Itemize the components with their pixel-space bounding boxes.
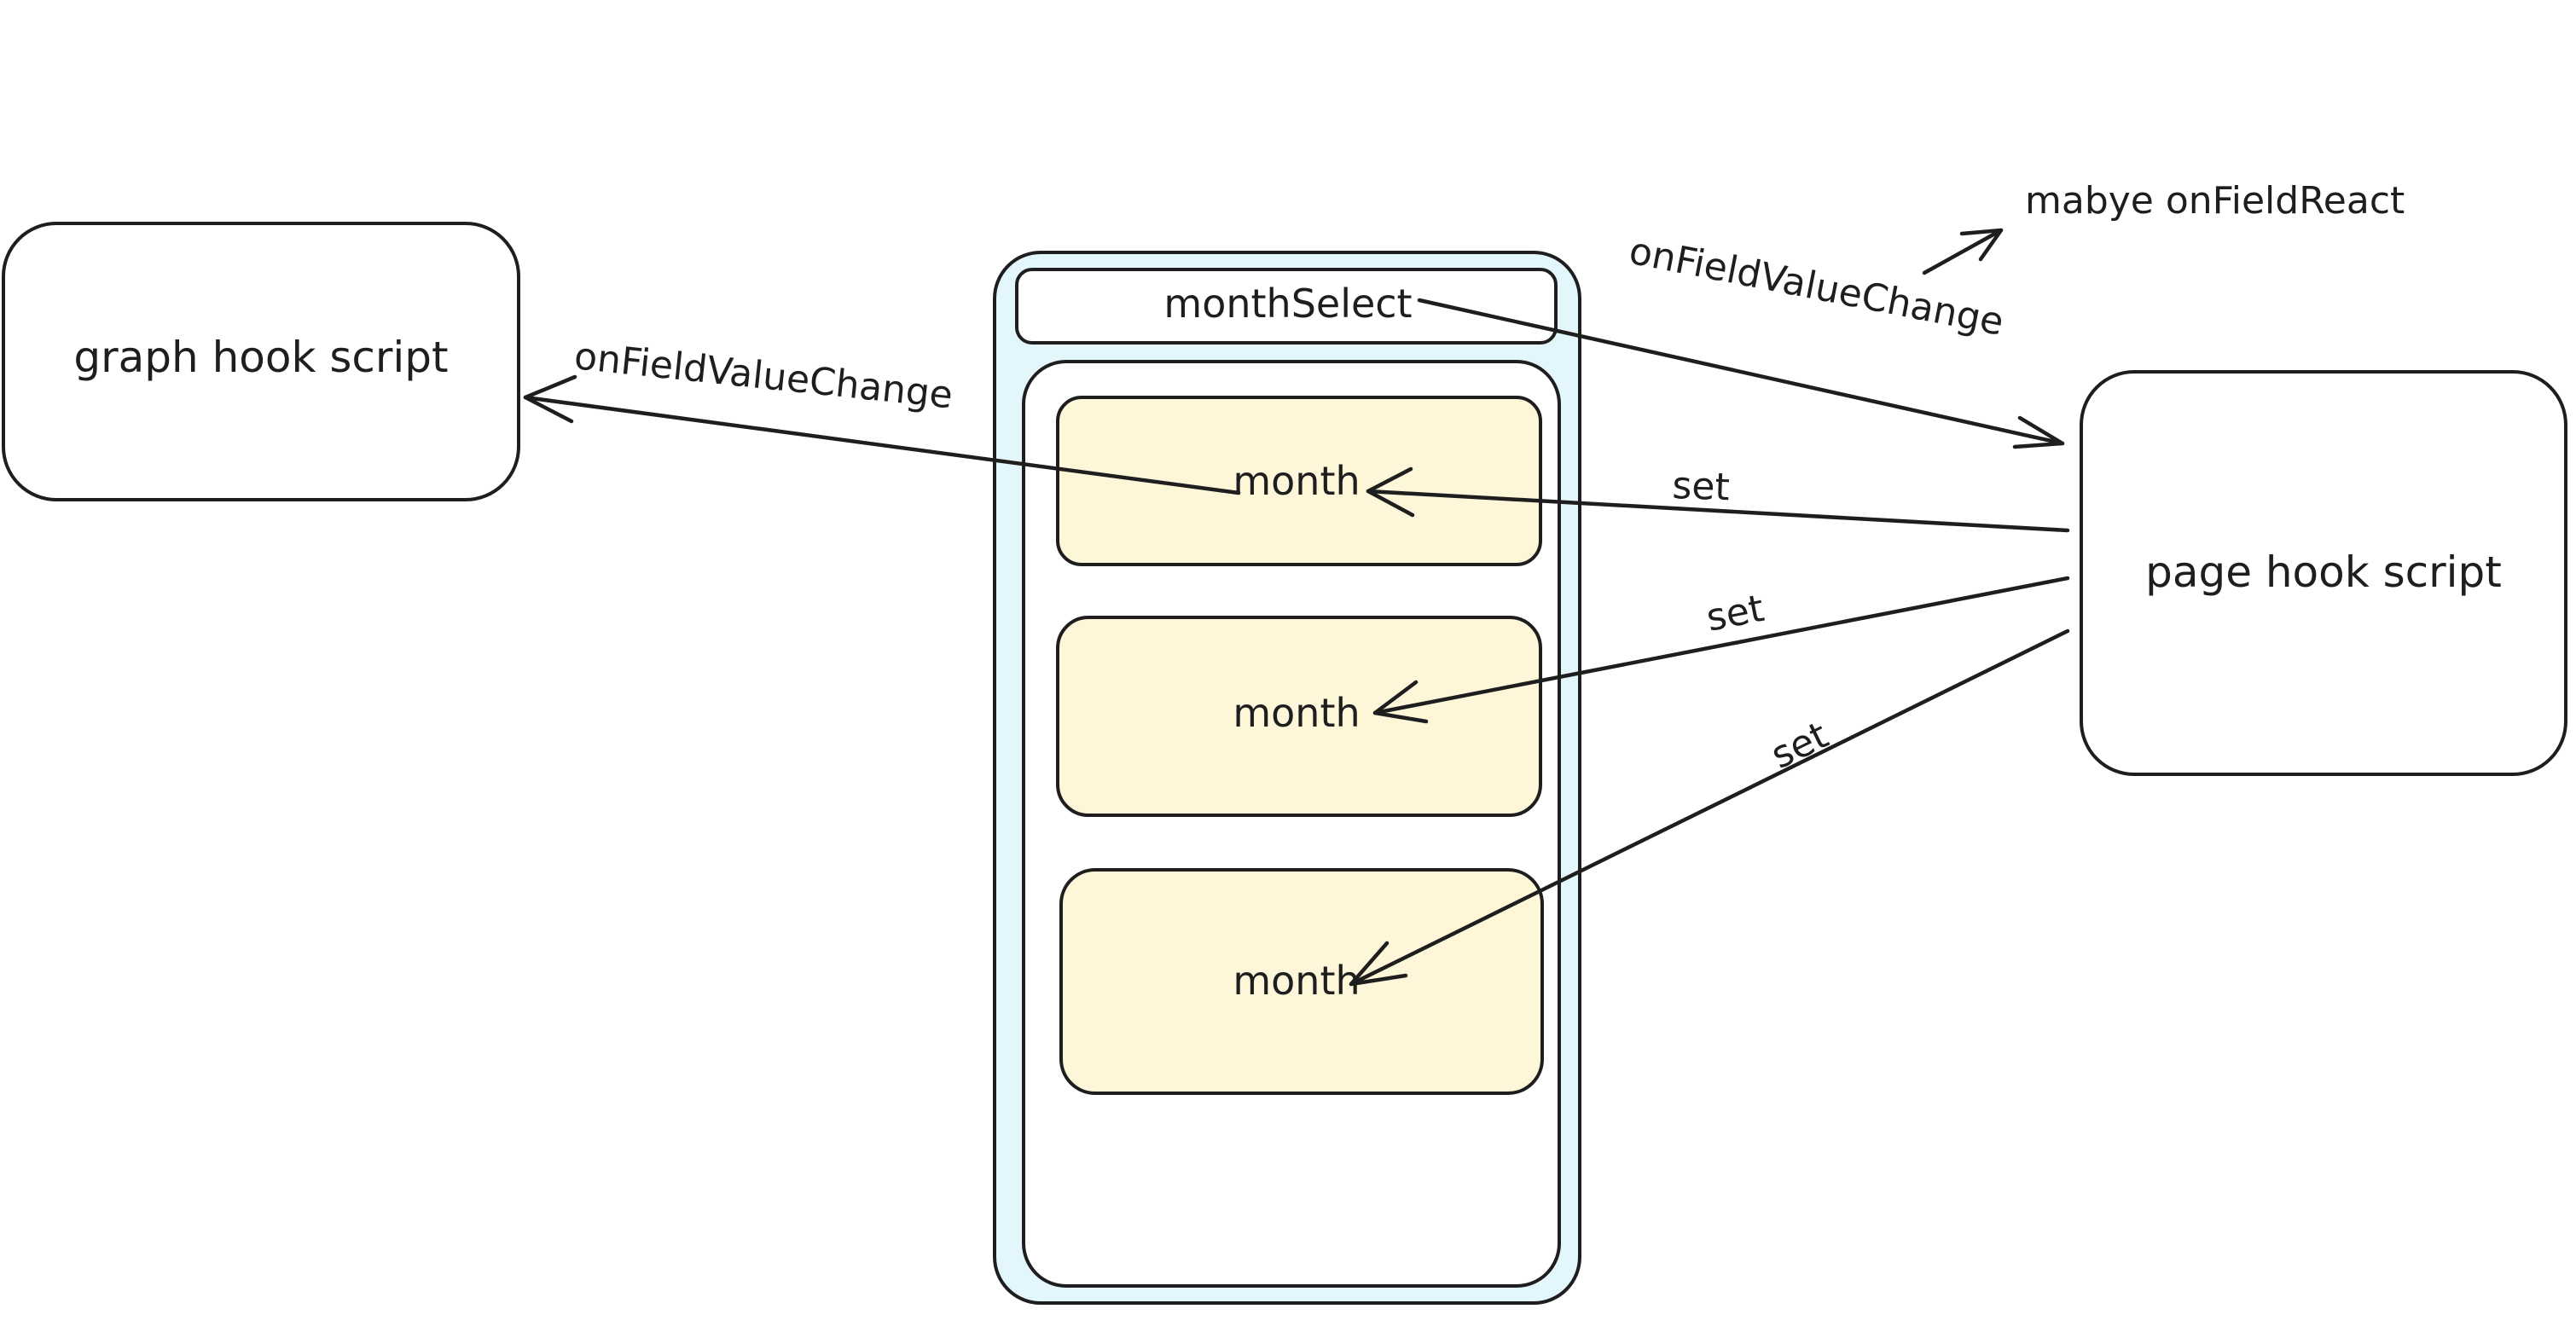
arrow-set-month-2[interactable]: set bbox=[1372, 576, 2070, 724]
note-label: mabye onFieldReact bbox=[2025, 179, 2405, 223]
page-hook-label: page hook script bbox=[2145, 547, 2502, 597]
graph-hook-box bbox=[2, 222, 520, 501]
month-label: month bbox=[1233, 690, 1360, 736]
edge-label-set: set bbox=[1764, 714, 1835, 778]
graph-hook-label: graph hook script bbox=[73, 333, 448, 382]
month-label: month bbox=[1233, 958, 1360, 1004]
month-select-box bbox=[1015, 268, 1558, 345]
edge-label-set: set bbox=[1672, 464, 1731, 509]
page-hook-node[interactable]: page hook script bbox=[2080, 370, 2567, 776]
month-card-2[interactable]: month bbox=[1056, 616, 1542, 817]
graph-hook-node[interactable]: graph hook script bbox=[2, 222, 520, 501]
month-label: month bbox=[1233, 458, 1360, 504]
month-card-box bbox=[1056, 616, 1542, 817]
month-card-box bbox=[1056, 396, 1542, 566]
edge-label-on-field-value-change: onFieldValueChange bbox=[572, 334, 955, 417]
month-card-1[interactable]: month bbox=[1056, 396, 1542, 566]
page-hook-box bbox=[2080, 370, 2567, 776]
month-select-label: monthSelect bbox=[1163, 281, 1412, 327]
edge-label-set: set bbox=[1703, 587, 1767, 640]
note-arrow-on-field-react[interactable]: mabye onFieldReact bbox=[1922, 179, 2405, 275]
edge-label-on-field-value-change: onFieldValueChange bbox=[1626, 229, 2007, 345]
month-card-box bbox=[1059, 868, 1544, 1095]
arrow-set-month-1[interactable]: set bbox=[1366, 464, 2070, 533]
month-card-3[interactable]: month bbox=[1059, 868, 1544, 1095]
